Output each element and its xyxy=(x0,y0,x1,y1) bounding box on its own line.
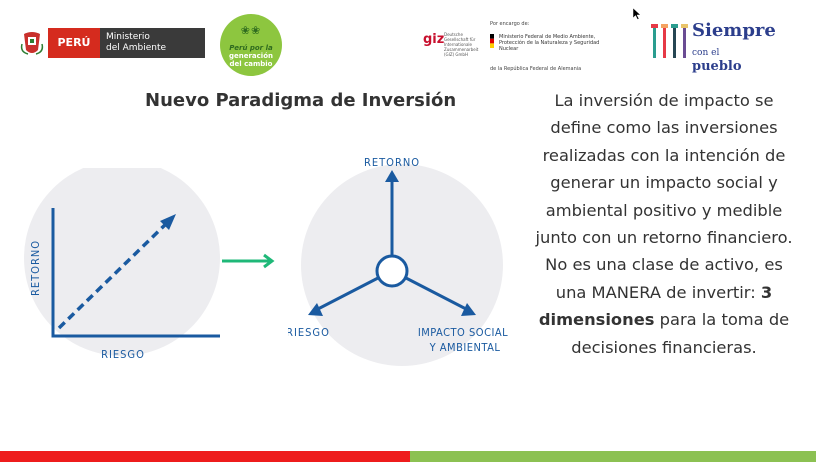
definition-text: La inversión de impacto se define como l… xyxy=(535,91,793,357)
risk-return-graph: RETORNO RIESGO xyxy=(24,168,220,360)
graph-x-label: RIESGO xyxy=(101,348,145,360)
siempre-title: Siempre xyxy=(692,20,776,41)
trend-arrowhead-icon xyxy=(160,214,176,230)
three-dimensions-diagram: RETORNO RIESGO IMPACTO SOCIAL Y AMBIENTA… xyxy=(288,156,508,366)
bmu-footer-text: de la República Federal de Alemania xyxy=(490,66,582,72)
bmu-ministry-text: Ministerio Federal de Medio Ambiente, Pr… xyxy=(499,34,600,52)
diagram-left-label: RIESGO xyxy=(288,326,330,339)
mouse-cursor-icon xyxy=(633,8,641,20)
graph-axes xyxy=(51,208,220,338)
peru-badge: PERÚ xyxy=(48,28,100,58)
highlight-text: 3 dimensiones xyxy=(538,282,773,330)
diagram-top-label: RETORNO xyxy=(364,156,420,169)
diagram-center-node xyxy=(375,254,409,288)
giz-logo: giz xyxy=(423,32,445,47)
arrow-right-icon xyxy=(461,303,476,316)
giz-subtitle: Deutsche Gesellschaft für Internationale… xyxy=(444,32,479,57)
graph-background-circle xyxy=(24,168,220,356)
arrow-left-icon xyxy=(308,303,323,316)
bmu-heading: Por encargo de: xyxy=(490,21,530,27)
slide-title: Nuevo Paradigma de Inversión xyxy=(145,90,457,111)
diagram-right-label-1: IMPACTO SOCIAL xyxy=(418,326,508,339)
gen-logo-decoration-icon: ❀❀ xyxy=(240,24,262,37)
siempre-figures-icon xyxy=(651,24,688,58)
siempre-subtitle: con el pueblo xyxy=(692,48,742,74)
arrow-up-icon xyxy=(385,170,399,182)
ministry-name: Ministerio del Ambiente xyxy=(100,28,205,58)
diagram-arrow-left xyxy=(315,276,379,312)
transition-arrow-icon xyxy=(222,253,275,269)
siempre-con-el-pueblo-logo: Siempre con el pueblo xyxy=(650,20,776,74)
diagram-arrow-right xyxy=(405,276,469,312)
footer-bar-red xyxy=(0,451,410,462)
german-flag-icon xyxy=(490,34,494,48)
peru-ministry-logo: PERÚ Ministerio del Ambiente xyxy=(20,28,205,58)
generacion-del-cambio-logo: ❀❀ Perú por la generación del cambio xyxy=(220,14,282,76)
graph-y-label: RETORNO xyxy=(29,240,42,296)
diagram-right-label-2: Y AMBIENTAL xyxy=(429,341,501,354)
footer-bar-green xyxy=(410,451,816,462)
peru-crest-icon xyxy=(20,32,44,55)
